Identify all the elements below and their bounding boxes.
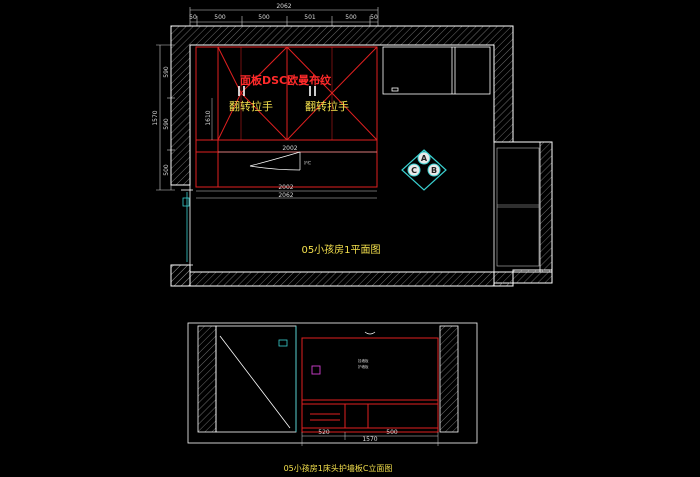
dim-top-2: 500 (214, 14, 226, 21)
section-mark-b: B (431, 166, 437, 175)
dim-top-5: 500 (345, 14, 357, 21)
elevation-title: 05小孩房1床头护墙板C立面图 (284, 463, 393, 473)
elevation-note-2: 护墙板 (358, 364, 369, 369)
section-mark-a: A (421, 154, 428, 163)
dim-left-1: 590 (163, 66, 170, 78)
dim-bed-lower: 2002 (278, 184, 293, 191)
dim-left-3: 500 (163, 164, 170, 176)
dim-overall-top: 2062 (276, 3, 291, 10)
elevation-note-1: 挂墙板 (358, 358, 369, 363)
elevation-right-wall (439, 325, 459, 433)
dim-top-3: 500 (258, 14, 270, 21)
elevation-left-wall (197, 325, 217, 433)
dim-inner-left: 1610 (205, 110, 212, 125)
room-outline (189, 44, 495, 273)
elevation-door-panel (215, 325, 297, 433)
elevation-dim-right: 500 (386, 429, 398, 436)
elevation-cabinet (301, 337, 439, 433)
wardrobe-cabinet (195, 46, 378, 188)
plan-walls (170, 25, 553, 287)
dim-left-total: 1570 (152, 110, 159, 125)
bed-label: 护栏 (304, 160, 312, 165)
top-dimension-chain (189, 7, 379, 26)
dim-bed-upper: 2002 (282, 145, 297, 152)
note-handle-right: 翻转拉手 (305, 99, 349, 113)
elevation-dimension-lines (301, 432, 439, 446)
ceiling-lamp-mark (364, 331, 376, 335)
dim-left-2: 590 (163, 118, 170, 130)
floor-plan: 2062 50 500 500 501 500 50 1570 590 590 … (152, 3, 553, 287)
elevation-view: 挂墙板 护墙板 520 500 1570 05小孩房1床头护墙板C立面图 (187, 322, 478, 473)
handle-marks (238, 86, 316, 96)
section-marker: A B C (401, 149, 447, 191)
upper-right-cabinets (382, 46, 491, 95)
note-handle-left: 翻转拉手 (229, 99, 273, 113)
elevation-dim-left: 520 (318, 429, 330, 436)
door-left (181, 189, 193, 266)
dim-top-1: 50 (189, 14, 197, 21)
dim-bottom: 2062 (278, 192, 293, 199)
socket-mark (311, 365, 321, 375)
bed-leader (249, 151, 301, 171)
section-mark-c: C (411, 166, 417, 175)
elevation-dim-total: 1570 (362, 436, 377, 443)
dim-top-6: 50 (370, 14, 378, 21)
plan-title: 05小孩房1平面图 (301, 243, 380, 256)
bed-dimension-lines (196, 98, 377, 199)
note-panel-material: 面板DSC欧曼布纹 (240, 73, 332, 87)
dim-top-4: 501 (304, 14, 316, 21)
elevation-frame (187, 322, 478, 444)
